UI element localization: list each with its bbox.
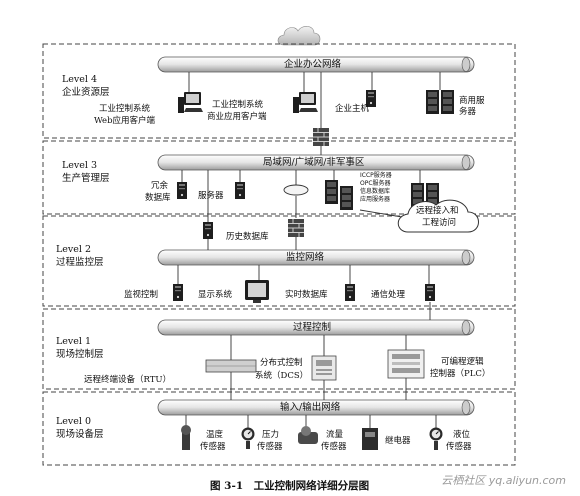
process-control-label: 过程控制 [293,322,332,333]
io-network-label: 输入/输出网络 [280,402,341,413]
plc-controller-icon [387,349,425,379]
office-network-bus [157,56,475,73]
io-network-bus [157,399,475,416]
level-sensor-icon [429,427,443,450]
icc-server-list-1: ICCP服务器 [360,172,392,179]
icc-server-rack-icon [325,180,338,204]
history-db-label: 历史数据库 [226,232,269,242]
connection-lines [177,72,441,428]
dcs-controller-icon [311,355,337,381]
level-sensor-label-2: 传感器 [446,442,472,452]
temperature-label-1: 温度 [206,430,224,440]
level3-boundary [42,140,516,215]
lan-wan-dmz-label: 局域网/广域网/非军事区 [263,157,365,168]
dcs-label-2: 系统（DCS） [255,371,309,381]
business-client-label-2: 商业应用客户端 [207,112,267,122]
level0-name: 现场设备层 [56,428,104,440]
office-network-label: 企业办公网络 [284,59,342,70]
process-control-bus [157,319,475,336]
comm-processing-label: 通信处理 [371,290,406,300]
web-client-pc-icon [178,92,203,113]
realtime-db-label: 实时数据库 [285,290,328,300]
temperature-sensor-icon [181,425,191,450]
pressure-label-2: 传感器 [257,442,283,452]
redundant-db-label-2: 数据库 [145,193,171,203]
business-client-label-1: 工业控制系统 [212,100,264,110]
history-firewall-icon [287,218,305,238]
plc-label-2: 控制器（PLC） [430,369,491,379]
level4-number: Level 4 [62,74,98,85]
level1-label: Level 1 现场控制层 [56,336,104,361]
icc-server-list-2: OPC服务器 [360,180,391,187]
display-system-label: 显示系统 [198,290,233,300]
level1-name: 现场控制层 [56,348,104,360]
level2-label: Level 2 过程监控层 [56,244,104,269]
supervisory-control-label: 监视控制 [124,290,159,300]
level2-boundary [42,215,516,307]
monitor-network-bus [157,249,475,266]
flow-label-1: 流量 [326,430,344,440]
internet-cloud-icon [277,26,321,46]
remote-access-label-1: 远程接入和 [416,206,459,216]
level3-name: 生产管理层 [62,172,110,184]
level4-boundary [42,43,516,139]
icc-server-list-4: 应用服务器 [360,196,391,203]
pressure-label-1: 压力 [262,430,280,440]
level0-label: Level 0 现场设备层 [56,416,104,441]
level0-boundary [42,391,516,466]
business-client-pc-icon [293,92,318,113]
business-server-icon [441,90,454,114]
level0-number: Level 0 [56,416,92,427]
icc-server-rack-icon [340,186,353,210]
level2-number: Level 2 [56,244,92,255]
realtime-database-icon [345,284,355,301]
communication-processor-icon [425,284,435,301]
level3-number: Level 3 [62,160,98,171]
business-server-icon [426,90,439,114]
firewall-icon [312,127,330,147]
supervisory-control-icon [173,284,183,301]
level1-boundary [42,308,516,390]
redundant-database-icon [177,182,187,199]
display-monitor-icon [245,280,269,303]
server-label: 服务器 [198,191,224,201]
web-client-label-1: 工业控制系统 [99,104,151,114]
pressure-sensor-icon [241,427,255,449]
remote-access-label-2: 工程访问 [422,218,457,228]
relay-label: 继电器 [385,436,411,446]
watermark: 云栖社区 yq.aliyun.com [441,474,566,487]
level1-number: Level 1 [56,336,92,347]
level2-name: 过程监控层 [56,256,104,268]
level-sensor-label-1: 液位 [453,430,471,440]
lan-wan-dmz-bus [157,154,475,171]
plc-label-1: 可编程逻辑 [441,357,484,367]
server-icon [235,182,245,199]
history-database-icon [203,222,213,239]
dcs-label-1: 分布式控制 [260,358,303,368]
temperature-label-2: 传感器 [200,442,226,452]
flow-sensor-icon [298,426,318,444]
icc-server-list-3: 信息数据库 [360,188,391,195]
level4-name: 企业资源层 [62,86,110,98]
web-client-label-2: Web应用客户端 [94,116,156,126]
monitor-network-label: 监控网络 [286,252,325,263]
rtu-device-icon [205,359,257,373]
flow-label-2: 传感器 [321,442,347,452]
rtu-label: 远程终端设备（RTU） [84,375,172,385]
relay-icon [362,428,378,450]
enterprise-host-label: 企业主机 [335,104,370,114]
redundant-db-label-1: 冗余 [151,181,169,191]
level3-label: Level 3 生产管理层 [62,160,110,185]
remote-access-cloud-icon [397,199,479,233]
dmz-switch-icon [283,184,309,196]
level4-label: Level 4 企业资源层 [62,74,110,99]
figure-caption: 图 3-1 工业控制网络详细分层图 [210,480,370,492]
business-server-label: 商用服务器 [459,96,485,117]
